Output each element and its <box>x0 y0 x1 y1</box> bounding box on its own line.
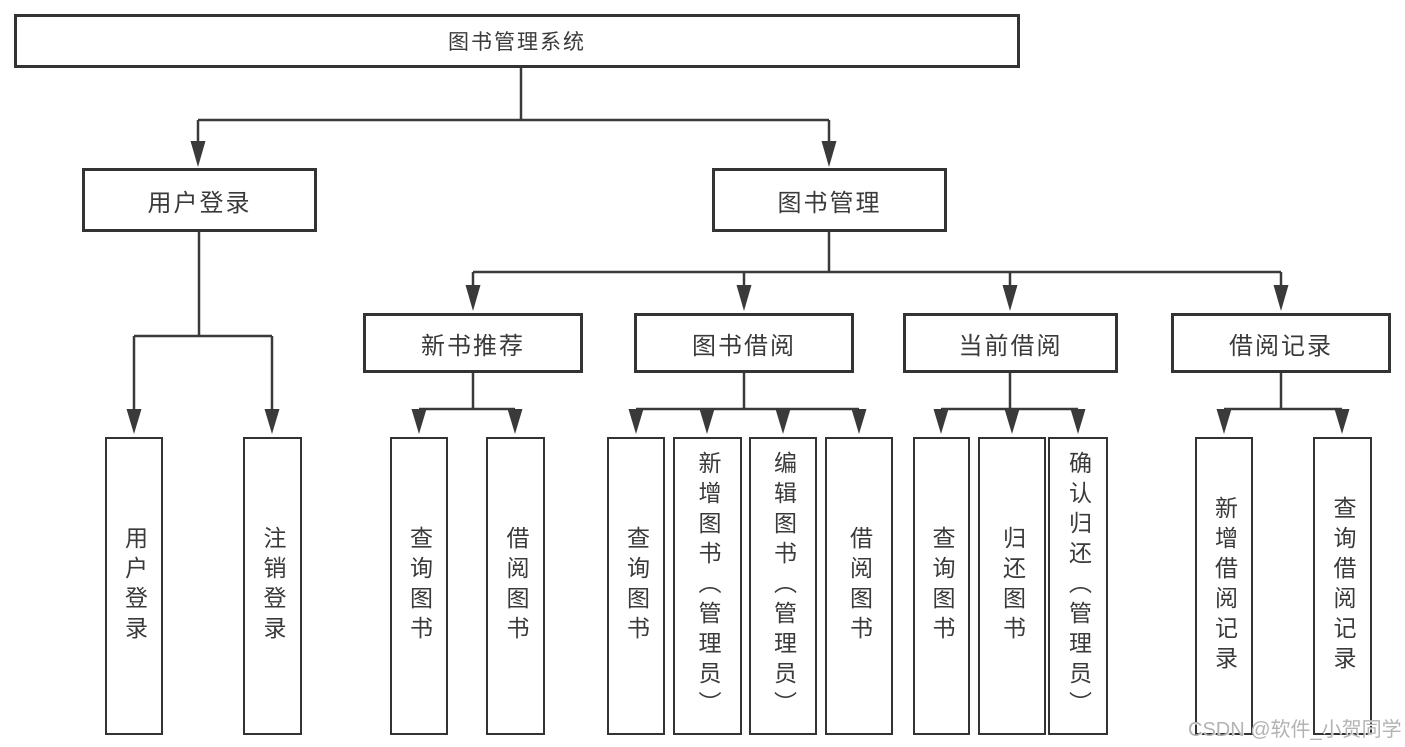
leaf-query-borrow-record: 查询借阅记录 <box>1313 437 1372 735</box>
leaf-borrow-books-recommend-label: 借阅图书 <box>503 526 529 646</box>
leaf-return-books-label: 归还图书 <box>999 526 1026 646</box>
node-current-borrowing: 当前借阅 <box>903 313 1118 373</box>
node-user-login-label: 用户登录 <box>147 189 252 217</box>
leaf-query-books-recommend: 查询图书 <box>390 437 448 735</box>
leaf-borrow-books-recommend: 借阅图书 <box>486 437 545 735</box>
leaf-query-books-borrow-label: 查询图书 <box>623 526 650 646</box>
node-user-login: 用户登录 <box>82 168 317 232</box>
leaf-return-books: 归还图书 <box>978 437 1046 735</box>
node-book-borrowing-label: 图书借阅 <box>692 332 796 360</box>
leaf-query-books-borrow: 查询图书 <box>607 437 665 735</box>
leaf-edit-books-admin-label: 编辑图书（管理员） <box>770 451 797 721</box>
leaf-borrow-books-label: 借阅图书 <box>846 526 873 646</box>
leaf-query-books-current-label: 查询图书 <box>929 526 955 646</box>
leaf-confirm-return-admin: 确认归还（管理员） <box>1048 437 1108 735</box>
node-new-book-recommend: 新书推荐 <box>363 313 583 373</box>
leaf-logout-label: 注销登录 <box>260 526 286 646</box>
node-current-borrowing-label: 当前借阅 <box>958 332 1063 360</box>
node-library-system: 图书管理系统 <box>14 14 1020 68</box>
node-book-management-label: 图书管理 <box>777 189 882 217</box>
leaf-confirm-return-admin-label: 确认归还（管理员） <box>1065 451 1092 721</box>
leaf-user-login: 用户登录 <box>105 437 163 735</box>
leaf-user-login-label: 用户登录 <box>121 526 148 646</box>
node-library-system-label: 图书管理系统 <box>448 31 586 54</box>
node-book-borrowing: 图书借阅 <box>634 313 854 373</box>
leaf-query-borrow-record-label: 查询借阅记录 <box>1330 496 1356 676</box>
node-book-management: 图书管理 <box>712 168 947 232</box>
node-borrowing-records: 借阅记录 <box>1171 313 1391 373</box>
leaf-borrow-books: 借阅图书 <box>825 437 893 735</box>
leaf-logout: 注销登录 <box>243 437 302 735</box>
leaf-query-books-recommend-label: 查询图书 <box>406 526 433 646</box>
node-borrowing-records-label: 借阅记录 <box>1229 332 1333 360</box>
leaf-query-books-current: 查询图书 <box>913 437 970 735</box>
watermark-text: CSDN @软件_小贺同学 <box>1188 719 1402 741</box>
node-new-book-recommend-label: 新书推荐 <box>421 332 525 360</box>
leaf-add-borrow-record: 新增借阅记录 <box>1195 437 1253 735</box>
leaf-add-books-admin-label: 新增图书（管理员） <box>695 451 721 721</box>
leaf-edit-books-admin: 编辑图书（管理员） <box>749 437 817 735</box>
leaf-add-borrow-record-label: 新增借阅记录 <box>1211 496 1238 676</box>
leaf-add-books-admin: 新增图书（管理员） <box>673 437 742 735</box>
